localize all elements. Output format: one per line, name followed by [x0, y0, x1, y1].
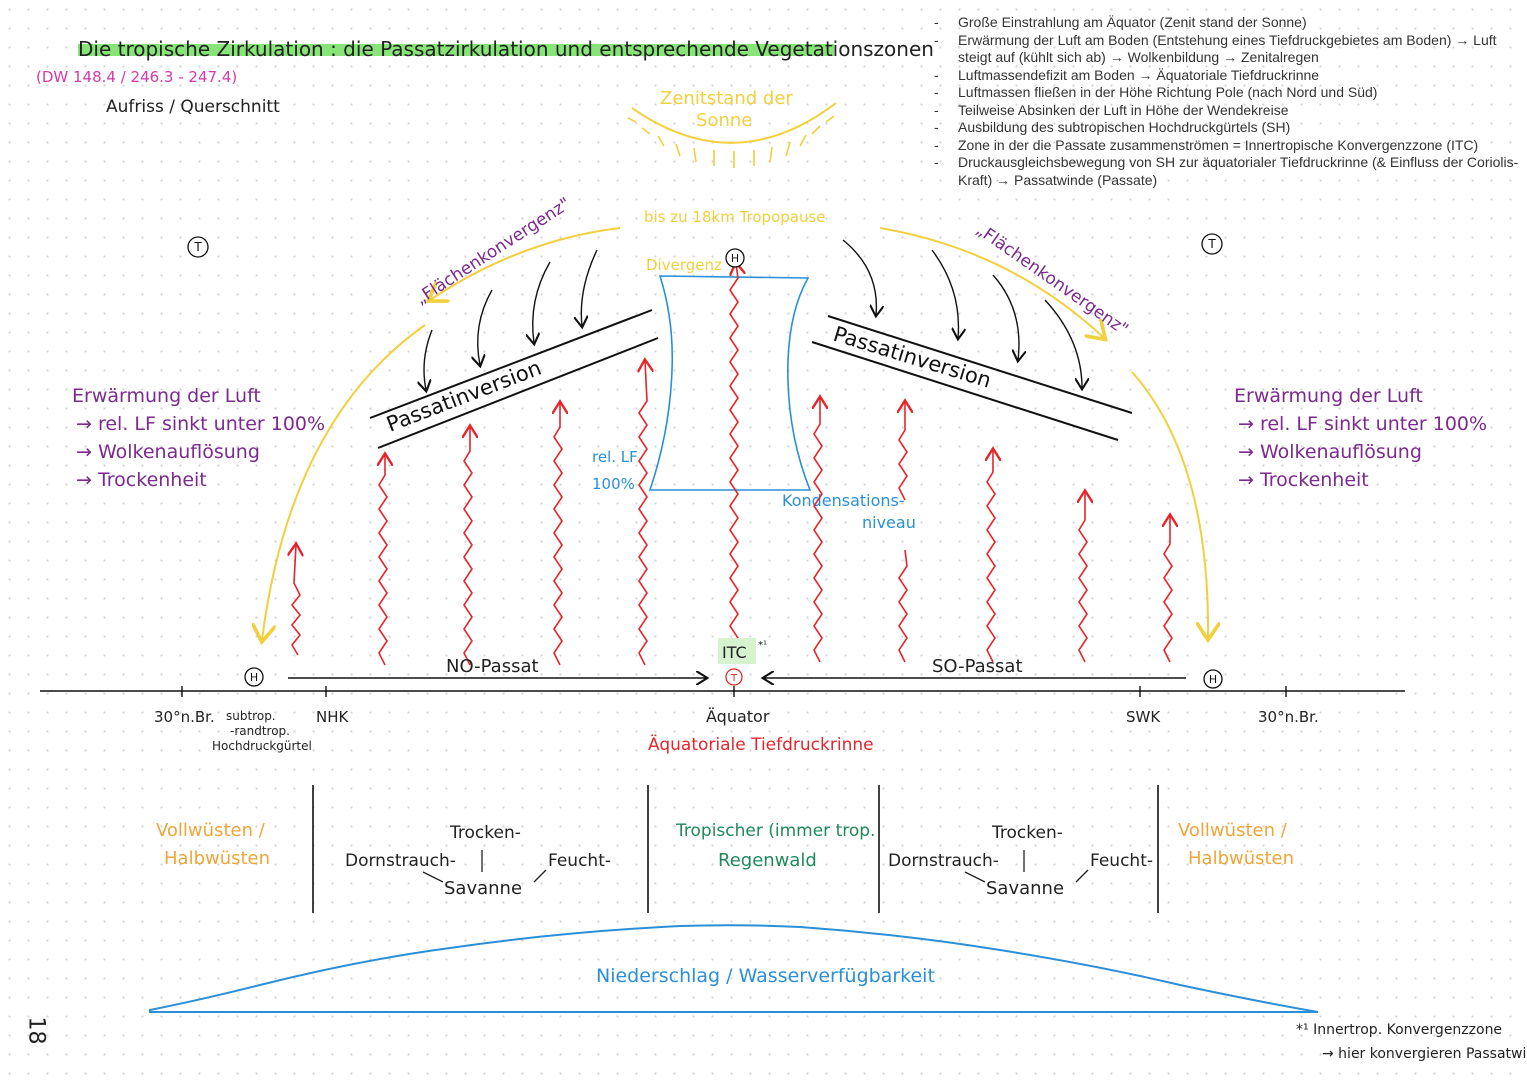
upper-flow-left-arrow [430, 227, 621, 300]
svg-text:→ Wolkenauflösung: → Wolkenauflösung [1238, 441, 1422, 463]
svg-text:H: H [1209, 673, 1217, 686]
equator-label: Äquator [706, 707, 770, 726]
condensation-label-2: niveau [862, 513, 916, 532]
svg-text:H: H [731, 252, 739, 265]
desert-left-label-1: Vollwüsten / [156, 820, 266, 841]
ne-trade-label: NO-Passat [446, 656, 539, 677]
savanna-left-group: Trocken- Dornstrauch- Feucht- Savanne [345, 823, 611, 899]
page-title: Die tropische Zirkulation : die Passatzi… [78, 37, 934, 61]
note-item: Große Einstrahlung am Äquator (Zenit sta… [930, 14, 1520, 32]
trade-inversion-right-label: Passatinversion [831, 322, 995, 393]
sun-label-1: Zenitstand der [660, 88, 793, 109]
trade-inversion-right [811, 315, 1133, 441]
descend-right-arrow [1131, 371, 1208, 638]
lat-left-label: 30°n.Br. [154, 708, 215, 726]
high-pressure-left-symbol: H [244, 667, 264, 687]
se-trade-label: SO-Passat [932, 656, 1023, 677]
svg-text:Feucht-: Feucht- [1090, 851, 1153, 871]
trade-inversion-left [369, 309, 659, 449]
tropopause-label: bis zu 18km Tropopause [644, 208, 826, 226]
svg-text:Feucht-: Feucht- [548, 851, 611, 871]
svg-text:T: T [1207, 237, 1216, 251]
high-pressure-right-symbol: H [1203, 669, 1223, 689]
svg-text:→ rel. LF sinkt unter 100%: → rel. LF sinkt unter 100% [76, 413, 325, 435]
high-pressure-top-symbol: H [725, 248, 745, 268]
condensation-label-1: Kondensations- [782, 491, 905, 510]
lat-right-label: 30°n.Br. [1258, 708, 1319, 726]
rainforest-label-2: Regenwald [718, 850, 817, 871]
svg-text:Erwärmung der Luft: Erwärmung der Luft [1234, 385, 1423, 407]
descend-left-arrow [262, 324, 426, 640]
rel-humidity-label-1: rel. LF [592, 448, 638, 466]
note-item: Luftmassendefizit am Boden → Äquatoriale… [930, 67, 1520, 85]
page-number: 18 [23, 1016, 49, 1045]
rising-air-arrows [292, 264, 1172, 666]
svg-text:Dornstrauch-: Dornstrauch- [345, 851, 456, 871]
swk-label: SWK [1126, 708, 1161, 726]
upper-flow-right-arrow [879, 227, 1104, 338]
reference-label: (DW 148.4 / 246.3 - 247.4) [36, 68, 237, 86]
itc-label: ITC [722, 643, 747, 662]
precipitation-curve [149, 924, 1319, 1013]
precipitation-label: Niederschlag / Wasserverfügbarkeit [596, 965, 935, 987]
svg-text:→ Wolkenauflösung: → Wolkenauflösung [76, 441, 260, 463]
svg-text:→ Trockenheit: → Trockenheit [1238, 469, 1369, 491]
itc-highlight [718, 638, 756, 664]
note-item: Druckausgleichsbewegung von SH zur äquat… [930, 154, 1520, 189]
rel-humidity-label-2: 100% [592, 475, 635, 493]
trade-inversion-left-label: Passatinversion [383, 356, 544, 437]
svg-text:Dornstrauch-: Dornstrauch- [888, 851, 999, 871]
surface-convergence-left-label: „Flächenkonvergenz" [412, 194, 575, 309]
itc-marker: *¹ [758, 640, 767, 651]
axis-ticks [181, 686, 1287, 697]
title-highlight [78, 44, 834, 56]
nhk-label: NHK [316, 708, 350, 726]
svg-text:Savanne: Savanne [444, 878, 522, 899]
rainforest-label-1: Tropischer (immer trop. [675, 821, 875, 841]
subsidence-right-arrows [842, 239, 1082, 388]
low-pressure-left-symbol: T [187, 236, 209, 258]
divergence-label: Divergenz [646, 256, 722, 274]
low-pressure-equator-symbol: T [725, 668, 743, 686]
sun-label-2: Sonne [696, 110, 752, 131]
subtropical-label-3: Hochdruckgürtel [212, 739, 312, 753]
low-pressure-right-symbol: T [1201, 233, 1223, 255]
sun-icon [627, 102, 837, 168]
svg-text:H: H [250, 671, 258, 684]
note-item: Teilweise Absinken der Luft in Höhe der … [930, 102, 1520, 120]
footnote-line-2: → hier konvergieren Passatwinde [1322, 1046, 1527, 1062]
surface-convergence-right-label: „Flächenkonvergenz" [972, 220, 1132, 340]
svg-text:Trocken-: Trocken- [449, 823, 521, 843]
note-item: Erwärmung der Luft am Boden (Entstehung … [930, 32, 1520, 67]
desert-left-label-2: Halbwüsten [164, 848, 270, 869]
footnote-line-1: *¹ Innertrop. Konvergenzzone [1296, 1022, 1502, 1038]
svg-text:T: T [193, 240, 202, 254]
svg-text:→ Trockenheit: → Trockenheit [76, 469, 207, 491]
svg-text:T: T [730, 673, 738, 684]
svg-text:Erwärmung der Luft: Erwärmung der Luft [72, 385, 261, 407]
note-item: Zone in der die Passate zusammenströmen … [930, 137, 1520, 155]
vegetation-dividers [312, 785, 1159, 913]
svg-text:Savanne: Savanne [986, 878, 1064, 899]
savanna-right-group: Trocken- Dornstrauch- Feucht- Savanne [888, 823, 1153, 899]
desert-right-label-2: Halbwüsten [1188, 848, 1294, 869]
subtropical-label-1: subtrop. [226, 709, 276, 723]
desert-right-label-1: Vollwüsten / [1178, 820, 1288, 841]
note-item: Luftmassen fließen in der Höhe Richtung … [930, 84, 1520, 102]
notes-list: Große Einstrahlung am Äquator (Zenit sta… [930, 14, 1520, 189]
svg-text:Trocken-: Trocken- [991, 823, 1063, 843]
subtropical-label-2: -randtrop. [230, 724, 290, 738]
note-item: Ausbildung des subtropischen Hochdruckgü… [930, 119, 1520, 137]
warming-right-block: Erwärmung der Luft → rel. LF sinkt unter… [1234, 385, 1487, 491]
warming-left-block: Erwärmung der Luft → rel. LF sinkt unter… [72, 385, 325, 491]
equatorial-trough-label: Äquatoriale Tiefdruckrinne [648, 734, 874, 755]
subtitle-label: Aufriss / Querschnitt [106, 97, 280, 117]
subsidence-left-arrows [424, 249, 598, 390]
cloud-column [648, 275, 812, 491]
svg-text:→ rel. LF sinkt unter 100%: → rel. LF sinkt unter 100% [1238, 413, 1487, 435]
